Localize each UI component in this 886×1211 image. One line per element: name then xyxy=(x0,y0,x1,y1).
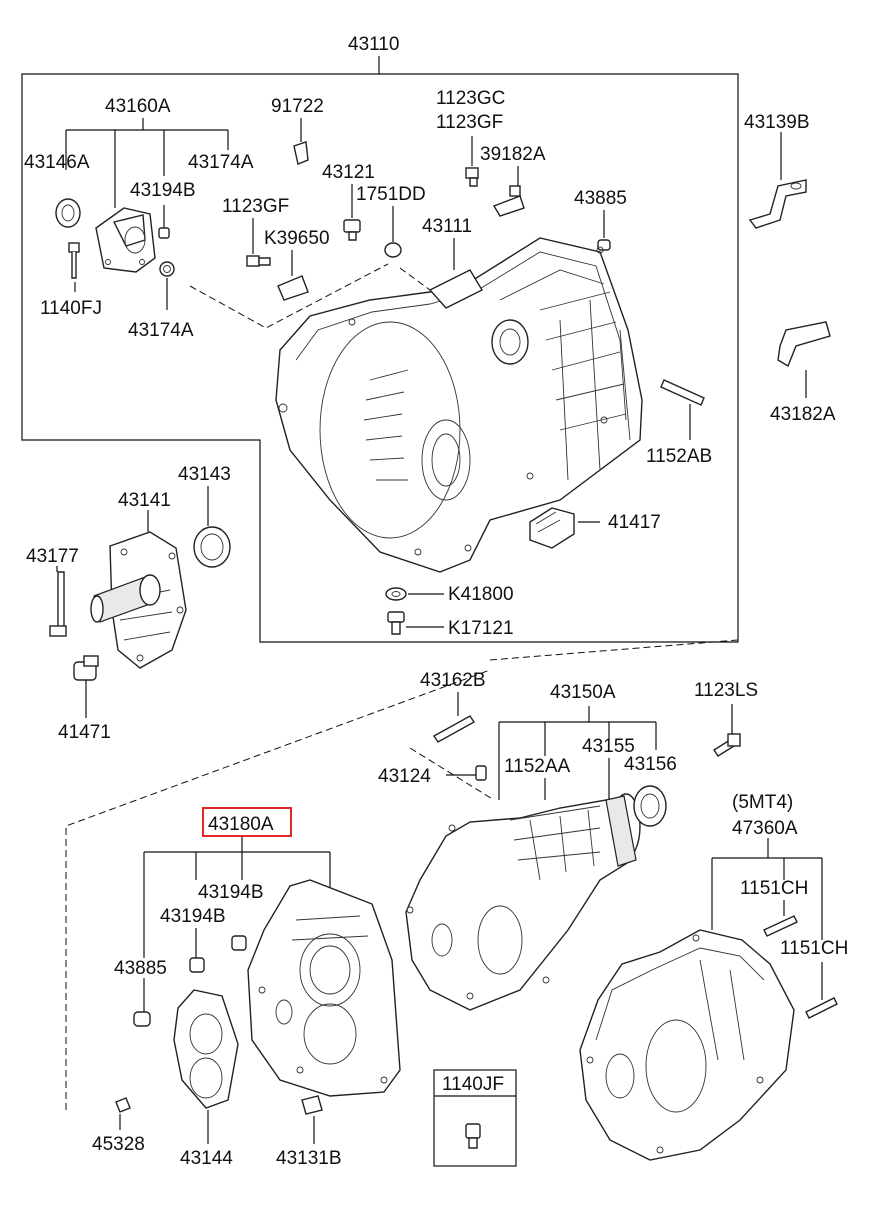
label-43194B-b: 43194B xyxy=(160,906,226,927)
bolt-43177[interactable] xyxy=(49,571,67,637)
bracket-43182A[interactable] xyxy=(777,321,831,368)
label-43177: 43177 xyxy=(26,546,79,567)
label-5MT4: (5MT4) xyxy=(732,792,793,813)
washer-K41800[interactable] xyxy=(385,587,407,601)
label-K41800: K41800 xyxy=(448,584,514,605)
label-43174A: 43174A xyxy=(128,320,194,341)
label-45328: 45328 xyxy=(92,1134,145,1155)
input-shaft-retainer[interactable] xyxy=(95,207,156,273)
gasket-43144[interactable] xyxy=(173,989,239,1109)
dowel-pin-43194B[interactable] xyxy=(158,227,170,239)
bolt-1123GC[interactable] xyxy=(465,167,479,187)
label-1151CH-b: 1151CH xyxy=(780,938,848,959)
dowel-pin-43194B-a[interactable] xyxy=(231,935,247,951)
transmission-housing-43150A[interactable] xyxy=(405,793,641,1011)
bolt-1123LS[interactable] xyxy=(713,733,741,757)
part-labels: 43110 43160A 91722 1123GC 1123GF 43139B … xyxy=(24,34,848,1169)
bracket-K39650[interactable] xyxy=(277,275,309,301)
label-43111: 43111 xyxy=(422,216,472,237)
label-K39650: K39650 xyxy=(264,228,330,249)
label-43110: 43110 xyxy=(348,34,399,55)
label-43174A-top: 43174A xyxy=(188,152,254,173)
label-43155: 43155 xyxy=(582,736,635,757)
highlight-box-43180A xyxy=(202,807,292,837)
label-1140FJ: 1140FJ xyxy=(40,298,102,319)
label-43141: 43141 xyxy=(118,490,171,511)
label-43143: 43143 xyxy=(178,464,231,485)
label-43180A: 43180A xyxy=(208,814,274,835)
label-43160A: 43160A xyxy=(105,96,171,117)
label-1151CH-a: 1151CH xyxy=(740,878,808,899)
part-box-1140JF[interactable] xyxy=(433,1069,517,1167)
label-1751DD: 1751DD xyxy=(356,184,426,205)
label-1123GF-top: 1123GF xyxy=(436,112,503,133)
label-43144: 43144 xyxy=(180,1148,233,1169)
label-41471: 41471 xyxy=(58,722,111,743)
clip-43131B[interactable] xyxy=(301,1095,323,1115)
washer-1751DD[interactable] xyxy=(384,242,402,258)
pin-43124[interactable] xyxy=(475,765,487,781)
stud-1152AB[interactable] xyxy=(660,379,705,406)
plug-41471[interactable] xyxy=(73,655,99,681)
group-frame-43110 xyxy=(21,56,739,643)
bracket-43139B[interactable] xyxy=(748,179,807,229)
label-43194B-a: 43194B xyxy=(198,882,264,903)
center-plate-43180A[interactable] xyxy=(247,879,401,1097)
plug-43885-top[interactable] xyxy=(597,239,611,251)
label-43121: 43121 xyxy=(322,162,375,183)
stud-1151CH-a[interactable] xyxy=(763,915,798,937)
label-43194B-top: 43194B xyxy=(130,180,196,201)
plug-K17121[interactable] xyxy=(387,611,405,635)
stud-1151CH-b[interactable] xyxy=(805,997,838,1019)
label-91722: 91722 xyxy=(271,96,324,117)
label-1140JF: 1140JF xyxy=(442,1074,504,1095)
bracket-47360A xyxy=(711,838,823,1000)
label-1152AB: 1152AB xyxy=(646,446,712,467)
clip-91722[interactable] xyxy=(293,141,309,165)
bracket-43160A xyxy=(65,118,229,230)
label-1152AA: 1152AA xyxy=(504,756,571,777)
stud-43162B[interactable] xyxy=(432,715,476,743)
label-K17121: K17121 xyxy=(448,618,514,639)
oil-seal-43146A[interactable] xyxy=(55,198,81,228)
label-43885: 43885 xyxy=(114,958,167,979)
bracket-39182A[interactable] xyxy=(492,185,525,217)
o-ring-43174A[interactable] xyxy=(159,261,175,277)
label-43139B: 43139B xyxy=(744,112,810,133)
label-39182A: 39182A xyxy=(480,144,546,165)
bracket-43180A xyxy=(143,836,331,1012)
label-43162B: 43162B xyxy=(420,670,486,691)
bolt-1123GF[interactable] xyxy=(246,255,271,267)
label-43150A: 43150A xyxy=(550,682,616,703)
bracket-43150A xyxy=(498,706,657,800)
label-43146A: 43146A xyxy=(24,152,90,173)
label-47360A: 47360A xyxy=(732,818,798,839)
extension-housing-43141[interactable] xyxy=(90,531,187,669)
bolt-43121[interactable] xyxy=(343,219,361,241)
label-43124: 43124 xyxy=(378,766,431,787)
label-43885-top: 43885 xyxy=(574,188,627,209)
plug-43885[interactable] xyxy=(133,1011,151,1027)
bolt-1140FJ[interactable] xyxy=(68,242,80,279)
oil-seal-43143[interactable] xyxy=(193,526,231,568)
label-43182A: 43182A xyxy=(770,404,836,425)
label-1123GC: 1123GC xyxy=(436,88,505,109)
bolt-45328[interactable] xyxy=(115,1097,131,1113)
dowel-pin-43194B-b[interactable] xyxy=(189,957,205,973)
label-1123GF: 1123GF xyxy=(222,196,289,217)
oil-seal-43156[interactable] xyxy=(633,785,667,827)
label-43156: 43156 xyxy=(624,754,677,775)
label-1123LS: 1123LS xyxy=(694,680,758,701)
extension-housing-47360A[interactable] xyxy=(579,929,795,1161)
cover-41417[interactable] xyxy=(529,507,575,549)
label-43131B: 43131B xyxy=(276,1148,342,1169)
clutch-housing-43111[interactable] xyxy=(275,237,643,573)
label-41417: 41417 xyxy=(608,512,661,533)
